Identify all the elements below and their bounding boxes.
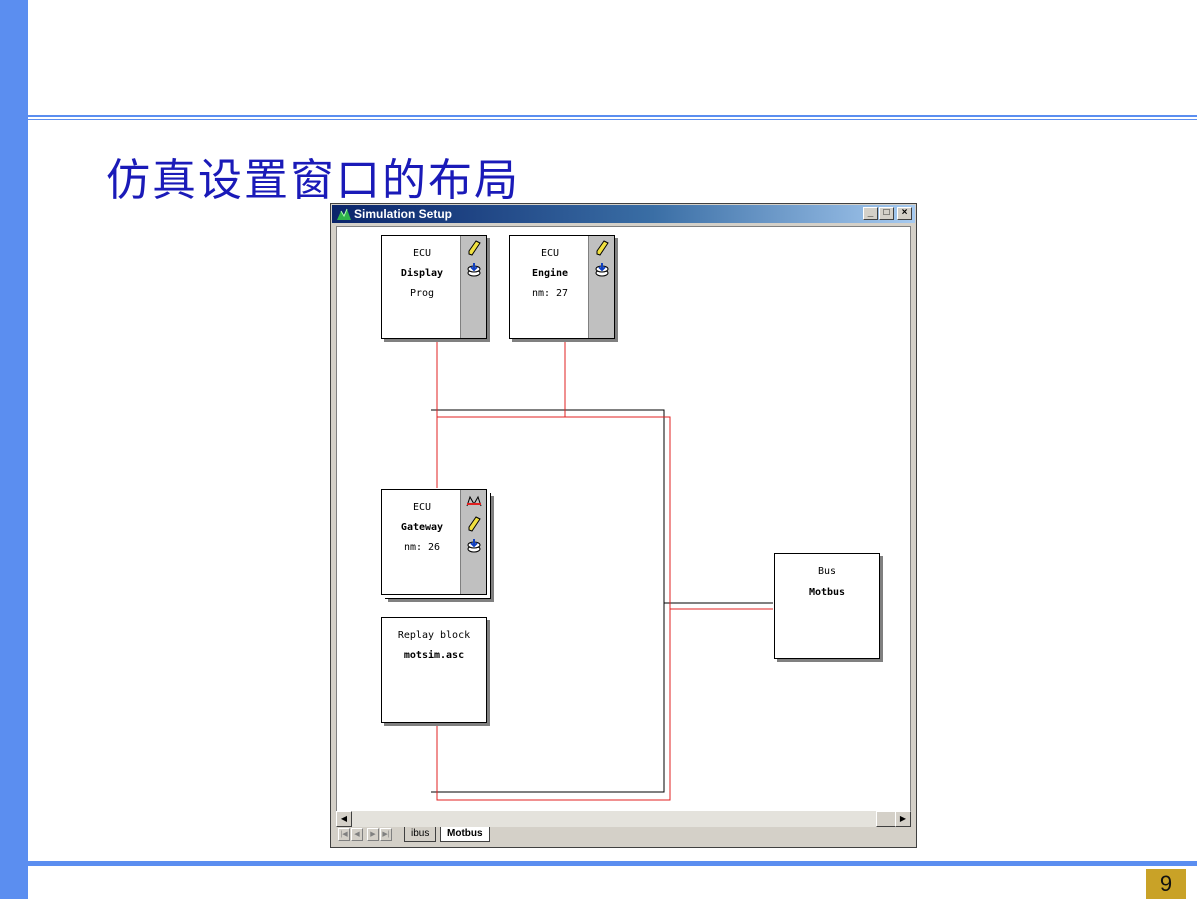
slide-title: 仿真设置窗口的布局	[106, 155, 520, 206]
config-disk-icon[interactable]	[466, 262, 482, 278]
slide-top-rule	[28, 115, 1197, 117]
window-title: Simulation Setup	[354, 207, 453, 221]
app-icon	[337, 208, 351, 220]
bus-connections	[431, 340, 773, 801]
minimize-button[interactable]: _	[863, 207, 878, 220]
node-type-label: ECU	[412, 502, 432, 513]
config-disk-icon[interactable]	[466, 538, 482, 554]
window-titlebar[interactable]: Simulation Setup _ □ ×	[332, 205, 915, 223]
node-type-label: Replay block	[397, 630, 471, 641]
node-detail-label: nm: 27	[531, 288, 569, 299]
tab-ibus[interactable]: ibus	[404, 827, 437, 842]
node-type-label: ECU	[540, 248, 560, 259]
page-number: 9	[1146, 869, 1186, 899]
slide-bottom-rule	[28, 861, 1197, 866]
node-detail-label: nm: 26	[403, 542, 441, 553]
bus-motbus-node[interactable]: Bus Motbus	[774, 553, 880, 659]
bridge-icon[interactable]	[466, 494, 482, 510]
sheet-tab-bar: |◀ ◀ ▶ ▶| ibus Motbus	[336, 827, 911, 843]
bus-line-black	[431, 409, 773, 793]
node-toolstrip	[588, 236, 614, 338]
scroll-left-button[interactable]: ◀	[336, 811, 352, 827]
config-disk-icon[interactable]	[594, 262, 610, 278]
pencil-icon[interactable]	[466, 516, 482, 532]
maximize-button[interactable]: □	[879, 207, 894, 220]
last-tab-button[interactable]: ▶|	[380, 828, 392, 841]
pencil-icon[interactable]	[594, 240, 610, 256]
replay-block-node[interactable]: Replay block motsim.asc	[381, 617, 487, 723]
node-name-label: motsim.asc	[403, 650, 465, 661]
simulation-setup-window: Simulation Setup _ □ × ECU Display Prog …	[330, 203, 917, 848]
first-tab-button[interactable]: |◀	[338, 828, 350, 841]
scroll-thumb[interactable]	[876, 811, 896, 827]
tab-motbus[interactable]: Motbus	[440, 827, 490, 842]
next-tab-button[interactable]: ▶	[367, 828, 379, 841]
horizontal-scrollbar[interactable]: ◀ ▶	[336, 811, 911, 827]
bus-line-red	[436, 340, 773, 801]
prev-tab-button[interactable]: ◀	[351, 828, 363, 841]
node-name-label: Display	[400, 268, 444, 279]
slide-top-rule-thin	[28, 119, 1197, 120]
node-detail-label: Prog	[409, 288, 435, 299]
pencil-icon[interactable]	[466, 240, 482, 256]
simulation-canvas[interactable]: ECU Display Prog ECU Engine nm: 27 ECU	[336, 226, 911, 812]
slide-left-bar	[0, 0, 28, 899]
ecu-engine-node[interactable]: ECU Engine nm: 27	[509, 235, 615, 339]
scroll-right-button[interactable]: ▶	[895, 811, 911, 827]
ecu-gateway-node[interactable]: ECU Gateway nm: 26	[381, 489, 487, 595]
node-name-label: Motbus	[808, 587, 846, 598]
node-toolstrip	[460, 490, 486, 594]
node-name-label: Engine	[531, 268, 569, 279]
node-toolstrip	[460, 236, 486, 338]
node-type-label: Bus	[817, 566, 837, 577]
node-name-label: Gateway	[400, 522, 444, 533]
close-button[interactable]: ×	[897, 207, 912, 220]
node-type-label: ECU	[412, 248, 432, 259]
ecu-display-node[interactable]: ECU Display Prog	[381, 235, 487, 339]
